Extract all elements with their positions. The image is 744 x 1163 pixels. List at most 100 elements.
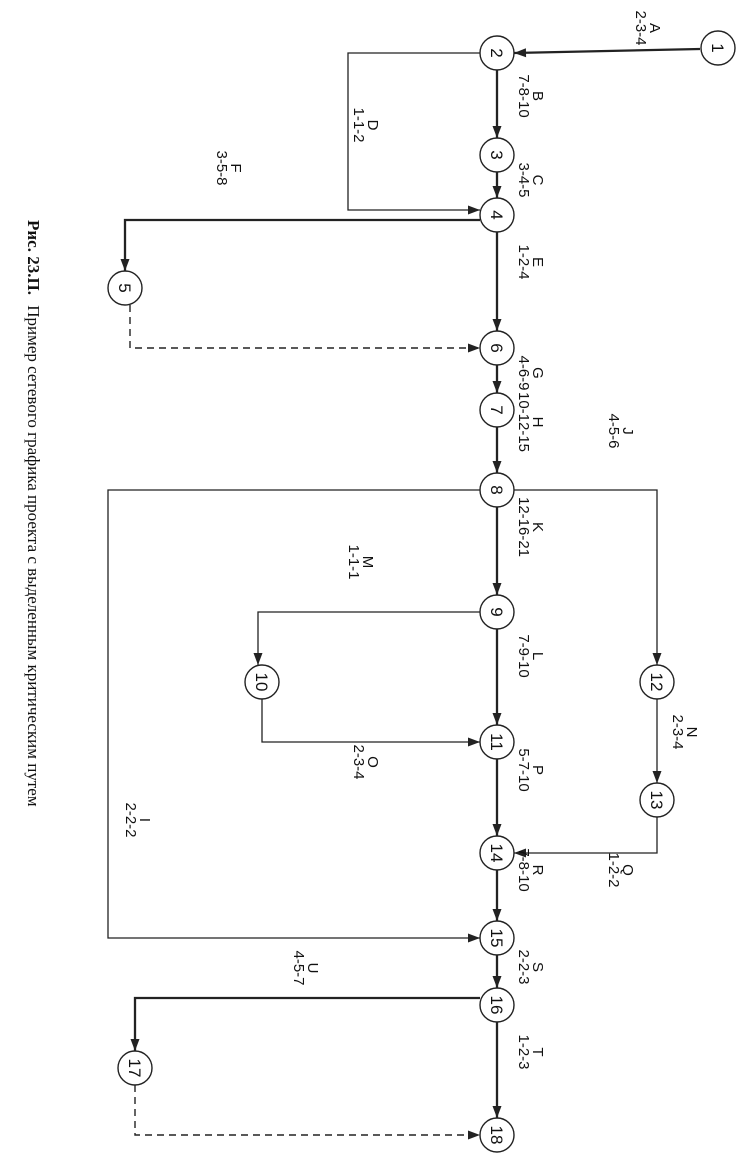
activity-durations: 1-1-1: [345, 544, 362, 579]
activity-name: U: [304, 963, 321, 974]
activity-arrow-j-arrowhead: [652, 653, 662, 665]
activity-arrow-o-arrowhead: [468, 737, 480, 747]
activity-label-q: Q1-2-2: [605, 852, 636, 887]
caption-prefix: Рис. 23.П.: [24, 220, 43, 295]
activity-name: G: [529, 367, 546, 379]
activity-label-p: P5-7-10: [515, 748, 546, 791]
activity-arrow-p-arrowhead: [492, 824, 502, 836]
activity-durations: 1-2-4: [515, 244, 532, 279]
activity-durations: 1-2-2: [605, 852, 622, 887]
activity-durations: 12-16-21: [515, 497, 532, 557]
event-node-circle: [479, 330, 515, 366]
dummy-arrow-5-6-arrowhead: [468, 343, 480, 353]
activity-name: K: [529, 522, 546, 532]
event-node-circle: [479, 724, 515, 760]
activity-arrow-n-arrowhead: [652, 771, 662, 783]
activity-arrow-g-arrowhead: [492, 381, 502, 393]
activity-durations: 2-3-4: [350, 744, 367, 779]
activity-label-h: H10-12-15: [515, 392, 546, 452]
activity-name: J: [619, 427, 636, 435]
activity-label-n: N2-3-4: [669, 714, 700, 749]
activity-arrow-c-arrowhead: [492, 186, 502, 198]
event-node-6: 6: [479, 330, 515, 366]
activity-name: Q: [619, 864, 636, 876]
event-node-1: 1: [700, 30, 736, 66]
event-node-2: 2: [479, 35, 515, 71]
event-node-13: 13: [639, 782, 675, 818]
event-node-number: 13: [647, 791, 666, 810]
activity-arrow-m-arrowhead: [253, 653, 263, 665]
activity-label-u: U4-5-7: [290, 950, 321, 985]
activity-name: N: [683, 727, 700, 738]
activity-durations: 2-2-2: [122, 802, 139, 837]
event-node-16: 16: [479, 987, 515, 1023]
activity-durations: 3-5-8: [213, 150, 230, 185]
activity-arrow-a: [513, 47, 701, 55]
activity-name: F: [227, 163, 244, 172]
dummy-arrow-17-18: [134, 1085, 480, 1136]
event-node-18: 18: [479, 1117, 515, 1153]
event-node-number: 10: [252, 673, 271, 692]
event-node-circle: [479, 472, 515, 508]
activity-name: I: [136, 818, 153, 822]
activity-arrow-i: [107, 489, 480, 939]
event-node-number: 4: [487, 210, 506, 219]
activity-label-b: B7-8-10: [515, 74, 546, 117]
activity-durations: 7-9-10: [515, 634, 532, 677]
activity-label-d: D1-1-2: [350, 107, 381, 142]
activity-durations: 4-5-7: [290, 950, 307, 985]
activity-durations: 4-5-6: [605, 413, 622, 448]
activity-arrow-d-arrowhead: [468, 205, 480, 215]
event-node-circle: [479, 594, 515, 630]
event-node-3: 3: [479, 137, 515, 173]
event-node-number: 6: [487, 343, 506, 352]
activity-name: O: [364, 756, 381, 768]
activity-label-a: A2-3-4: [632, 10, 663, 45]
activity-durations: 2-2-3: [515, 949, 532, 984]
event-node-circle: [117, 1050, 153, 1086]
activity-arrow-h-arrowhead: [492, 461, 502, 473]
activity-arrow-m: [257, 611, 480, 665]
activity-durations: 7-8-10: [515, 848, 532, 891]
event-node-number: 14: [487, 844, 506, 863]
event-node-number: 5: [115, 283, 134, 292]
event-node-number: 8: [487, 485, 506, 494]
event-node-number: 17: [125, 1059, 144, 1078]
event-node-5: 5: [107, 270, 143, 306]
activity-labels-layer: A2-3-4B7-8-10C3-4-5D1-1-2E1-2-4F3-5-8G4-…: [122, 10, 700, 1069]
activity-durations: 10-12-15: [515, 392, 532, 452]
event-node-9: 9: [479, 594, 515, 630]
activity-name: D: [364, 120, 381, 131]
activity-name: R: [529, 865, 546, 876]
activity-durations: 1-2-3: [515, 1034, 532, 1069]
event-node-circle: [107, 270, 143, 306]
activity-arrow-u: [133, 996, 480, 1051]
activity-arrow-a-arrowhead: [514, 48, 527, 58]
activity-durations: 7-8-10: [515, 74, 532, 117]
event-node-14: 14: [479, 835, 515, 871]
activity-arrow-d: [347, 52, 480, 211]
event-node-number: 1: [708, 43, 727, 52]
event-node-11: 11: [479, 724, 515, 760]
event-node-15: 15: [479, 920, 515, 956]
activity-name: L: [529, 652, 546, 660]
event-node-circle: [700, 30, 736, 66]
event-node-number: 12: [647, 673, 666, 692]
activity-durations: 3-4-5: [515, 162, 532, 197]
activity-arrow-e-arrowhead: [492, 319, 502, 331]
activity-name: M: [359, 556, 376, 569]
event-node-number: 15: [487, 929, 506, 948]
activity-arrow-l-arrowhead: [492, 713, 502, 725]
activity-name: S: [529, 962, 546, 972]
activity-name: P: [529, 765, 546, 775]
activity-label-o: O2-3-4: [350, 744, 381, 779]
activity-durations: 2-3-4: [632, 10, 649, 45]
activity-name: B: [529, 91, 546, 101]
activity-label-c: C3-4-5: [515, 162, 546, 197]
event-node-number: 7: [487, 405, 506, 414]
dummy-arrow-17-18-arrowhead: [468, 1130, 480, 1140]
activity-arrow-s-arrowhead: [492, 976, 502, 988]
activity-label-m: M1-1-1: [345, 544, 376, 579]
